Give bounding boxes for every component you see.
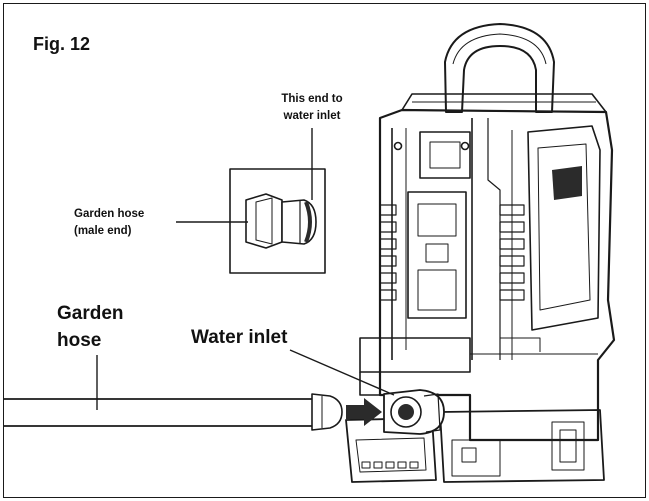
garden-hose-icon	[4, 393, 343, 431]
figure-title: Fig. 12	[33, 34, 91, 54]
pressure-washer-icon	[345, 23, 616, 483]
callout-line: hose	[57, 330, 102, 351]
callout-line: Garden	[57, 303, 124, 324]
hose-connector-inset	[229, 168, 326, 274]
figure-frame	[3, 3, 646, 498]
callout-line: water inlet	[283, 110, 341, 122]
callout-line: This end to	[281, 93, 343, 105]
callout-male-end: Garden hose (male end)	[74, 206, 144, 240]
callout-garden-hose: Garden hose	[57, 300, 124, 354]
callout-water-inlet: Water inlet	[191, 327, 288, 348]
hose-connector-icon	[245, 193, 317, 249]
leader-lines	[96, 128, 395, 410]
callout-line: Garden hose	[74, 208, 145, 220]
direction-arrow-icon	[346, 398, 382, 426]
callout-line: (male end)	[74, 225, 132, 237]
callout-end-to-inlet: This end to water inlet	[262, 91, 362, 125]
